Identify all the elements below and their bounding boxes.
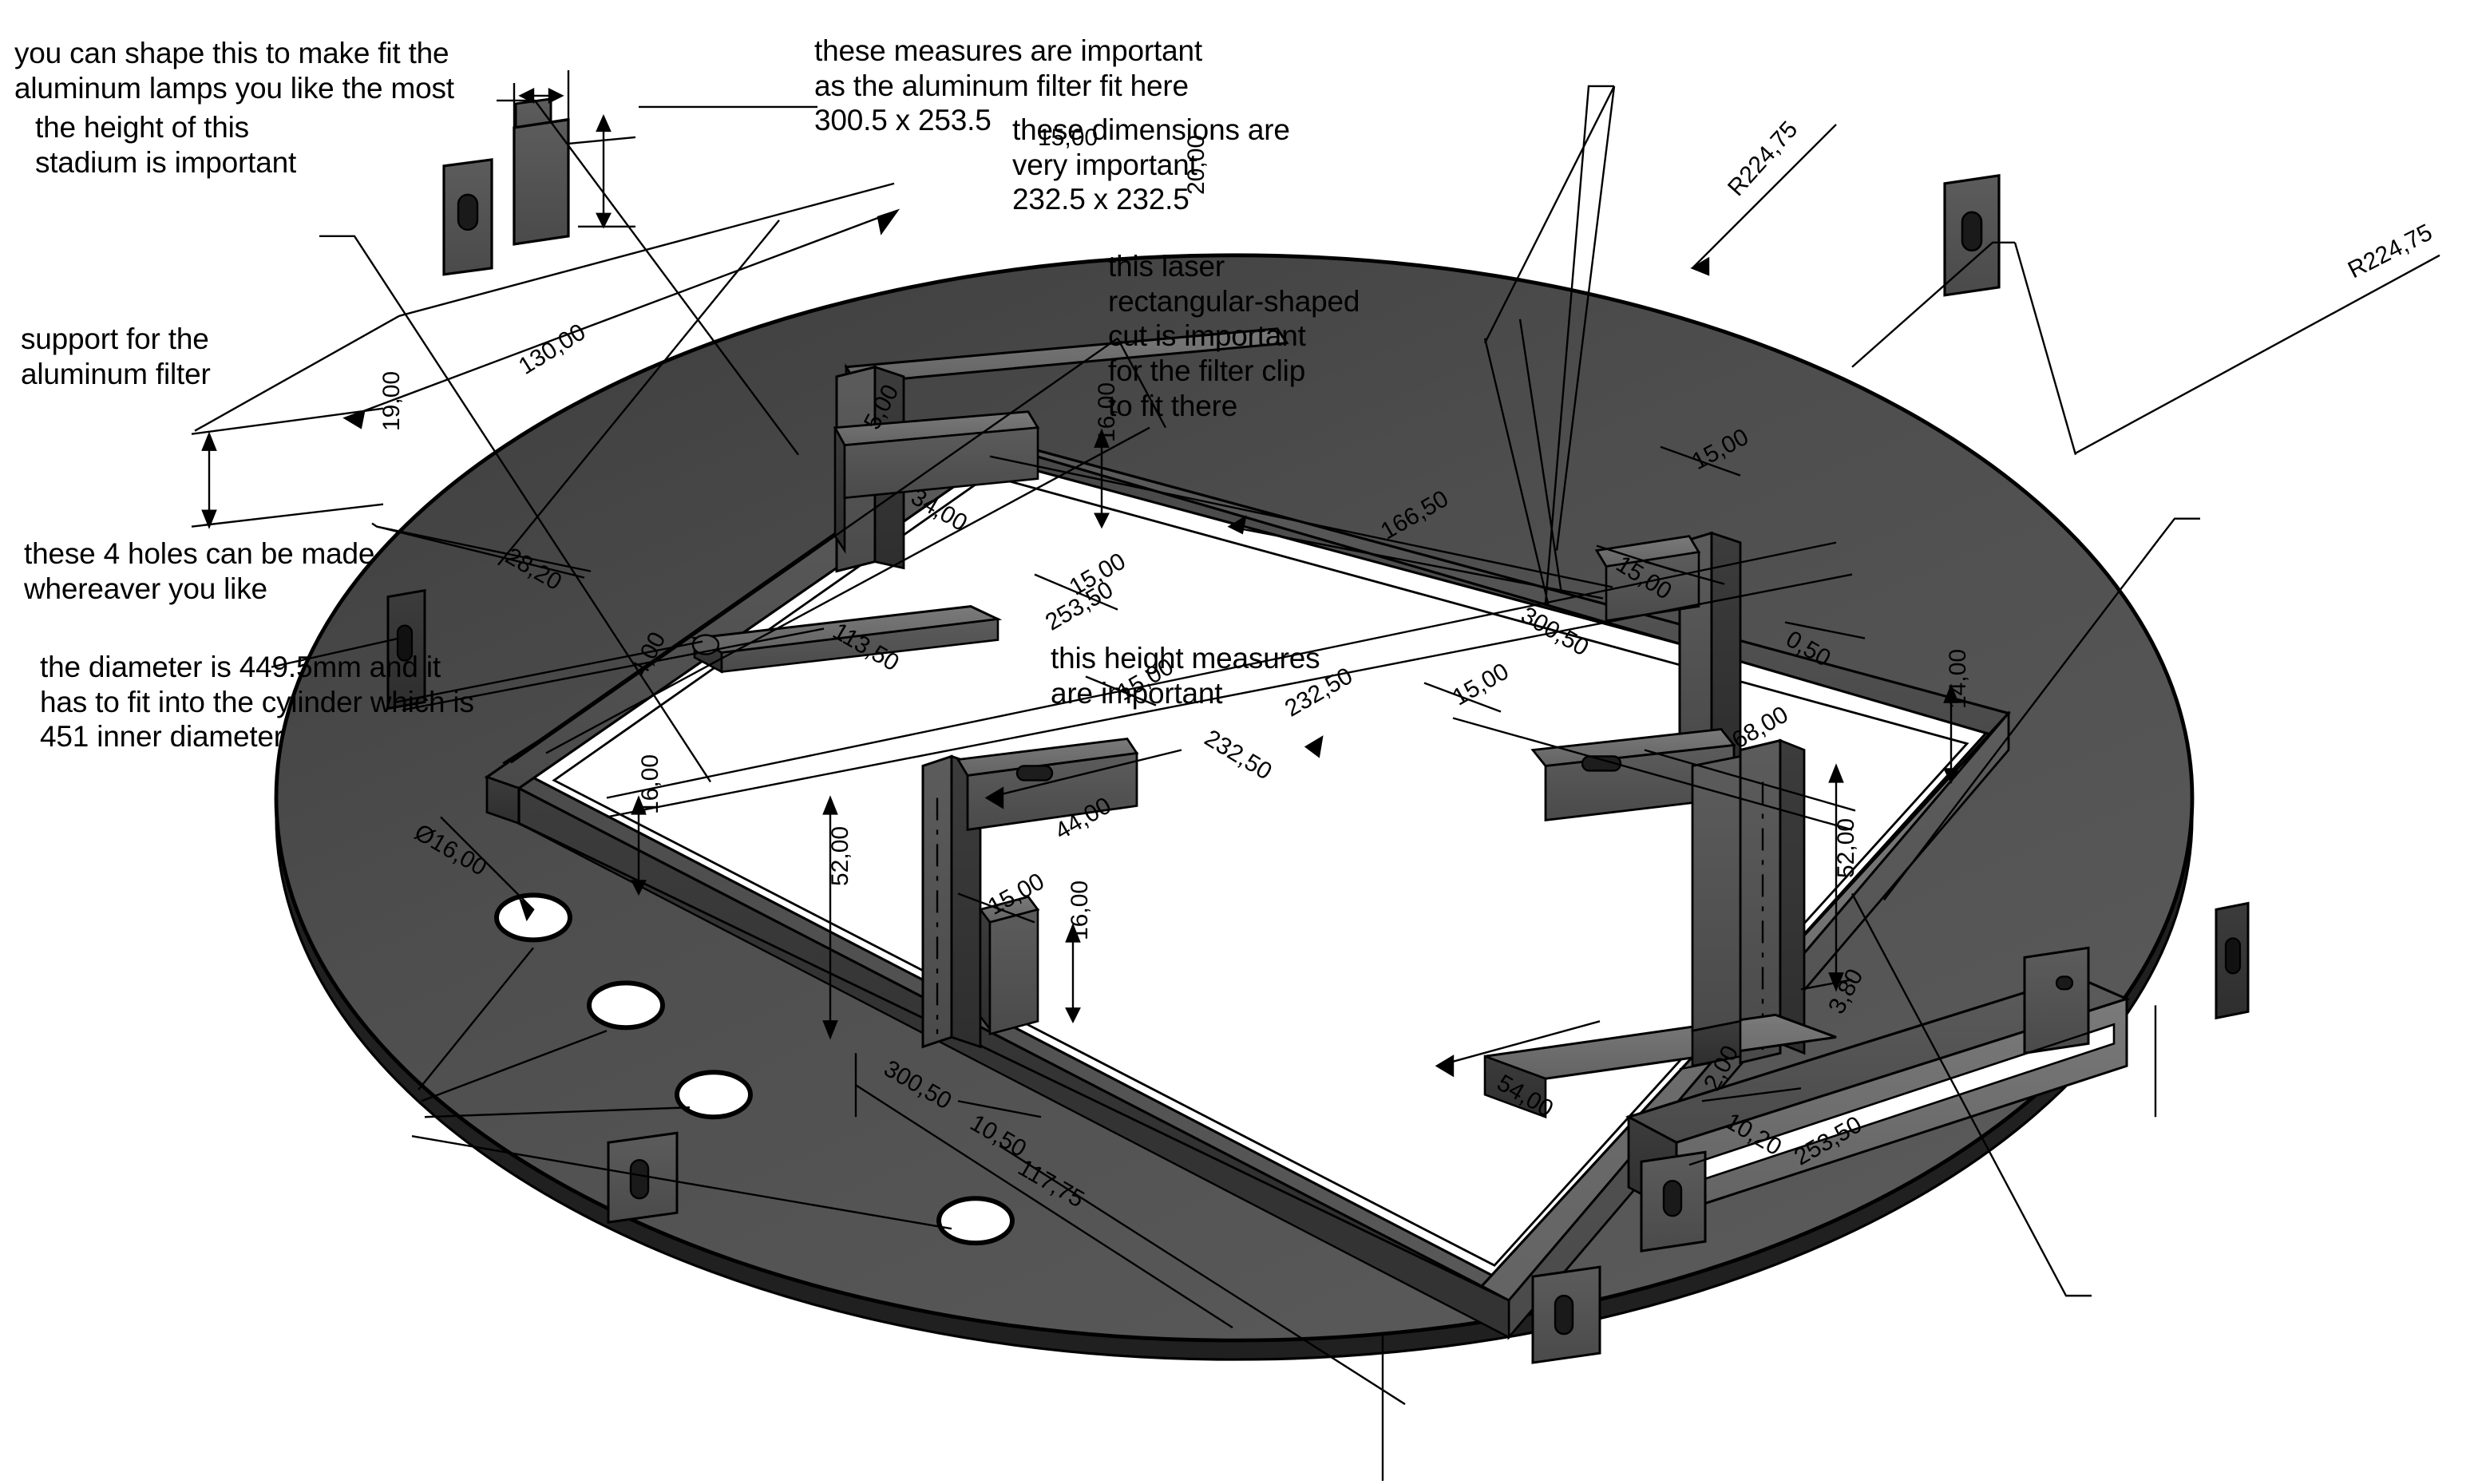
dimension-label-dim-19: 19,00: [378, 370, 405, 431]
callout-laser-cut-note: this laser rectangular-shaped cut is imp…: [1108, 250, 1360, 422]
four-mounting-holes: [494, 892, 1015, 1246]
callout-shape-lamps-note: you can shape this to make fit the alumi…: [14, 37, 454, 105]
slot-hole: [1581, 755, 1622, 772]
tab-bottom-right: [1640, 1150, 1707, 1252]
tab-top-center: [513, 118, 570, 246]
callout-stadium-height-note: the height of this stadium is important: [35, 111, 297, 179]
tab-left: [386, 588, 426, 710]
callout-filter-support-note: support for the aluminum filter: [21, 323, 211, 390]
callout-four-holes-note: these 4 holes can be made whereaver you …: [24, 537, 375, 605]
dimension-label-dim-16-00-left: 16,00: [637, 754, 663, 814]
dimension-label-dim-20-top: 20,00: [1183, 134, 1209, 195]
dimension-lines: [191, 69, 2440, 1482]
dimension-label-dim-15-top: 15,00: [1038, 125, 1098, 151]
tab-right: [1943, 174, 2001, 297]
callout-important-dimensions-note: these dimensions are very important 232.…: [1012, 113, 1290, 216]
tab-bottom-left: [607, 1131, 679, 1224]
dimension-label-dim-16-00-low: 16,00: [1067, 880, 1093, 940]
tab-bottom-center: [1531, 1265, 1601, 1364]
callout-aluminum-filter-measures-note: these measures are important as the alum…: [814, 34, 1202, 137]
tab-upper-middle: [442, 158, 493, 276]
callout-height-measures-note: this height measures are important: [1051, 642, 1320, 710]
tab-lower-right: [2023, 946, 2090, 1055]
cross-rib-assembly: [691, 327, 2131, 1215]
dimension-label-dim-52-00-left: 52,00: [827, 825, 853, 886]
dimension-label-dim-14-00: 14,00: [1945, 648, 1971, 709]
mounting-tabs: [386, 97, 2250, 1364]
dimension-label-dim-16-00-upper: 16,00: [1094, 382, 1120, 442]
tab-far-right: [2215, 901, 2250, 1020]
slot-hole: [1015, 765, 1054, 782]
dimension-label-dim-52-00-right: 52,00: [1833, 817, 1859, 878]
callout-diameter-note: the diameter is 449.5mm and it has to fi…: [40, 651, 474, 754]
